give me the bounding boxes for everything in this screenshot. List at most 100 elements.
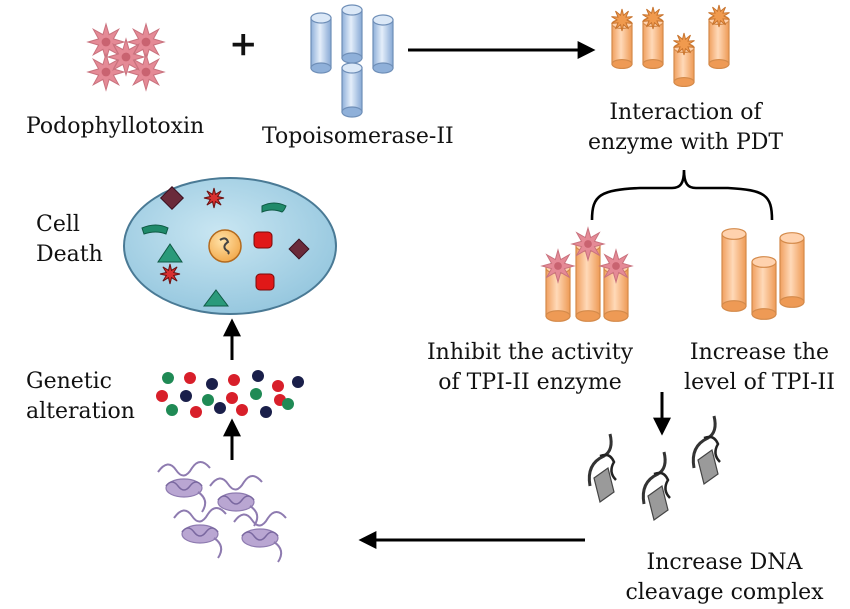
- star-core-icon: [121, 52, 131, 62]
- helix-band: [241, 531, 279, 541]
- label-inhibit-line1: Inhibit the activity: [426, 340, 634, 365]
- label-topoisomerase: Topoisomerase-II: [262, 124, 454, 149]
- cylinder-body: [751, 261, 777, 315]
- cylinder-bottom: [642, 58, 664, 70]
- genetic-dot: [166, 404, 178, 416]
- cylinder-bottom: [603, 310, 629, 322]
- dna-strand-icon: [641, 451, 671, 522]
- helix-tail: [197, 491, 207, 513]
- cylinder-bottom: [721, 300, 747, 312]
- star-core-icon: [141, 67, 151, 77]
- cylinder-bottom: [545, 310, 571, 322]
- genetic-dot: [202, 394, 214, 406]
- helix-band: [165, 481, 203, 491]
- blue-cylinder: [310, 12, 332, 74]
- star-core-icon: [612, 262, 620, 270]
- genetic-dot: [252, 370, 264, 382]
- label-interaction-line2: enzyme with PDT: [588, 130, 784, 155]
- star-core-icon: [101, 67, 111, 77]
- dna-strand-icon: [587, 433, 617, 504]
- cylinder-top: [751, 256, 777, 268]
- strand-fragment-icon: [141, 224, 169, 235]
- label-dna-cleavage: Increase DNA cleavage complex: [612, 548, 837, 608]
- genetic-dot: [292, 376, 304, 388]
- diamond-icon: [159, 185, 185, 211]
- helix-coil: [157, 461, 211, 477]
- label-genetic-alteration: Genetic alteration: [26, 367, 135, 427]
- helix-coil: [173, 507, 227, 523]
- topoisomerase-cylinders: [310, 4, 394, 118]
- bound-drug-icon: [642, 6, 664, 30]
- cylinder-bottom: [611, 58, 633, 70]
- protein-helix-icon: [173, 507, 227, 559]
- genetic-dot: [190, 406, 202, 418]
- dna-loop: [653, 471, 671, 499]
- helix-band: [217, 495, 255, 505]
- cylinder-bottom: [575, 310, 601, 322]
- genetic-dot: [250, 388, 262, 400]
- dna-cleavage-complex: [587, 415, 721, 522]
- strand-fragment-icon: [261, 202, 287, 213]
- star-core-icon: [584, 240, 592, 248]
- star-core-icon: [554, 262, 562, 270]
- genetic-dot: [156, 390, 168, 402]
- cylinder-top: [779, 232, 805, 244]
- label-increase-level: Increase the level of TPI-II: [672, 338, 847, 398]
- label-inhibit-line2: of TPI-II enzyme: [438, 370, 622, 395]
- podophyllotoxin-star-cluster: [86, 22, 166, 92]
- label-dna-line2: cleavage complex: [625, 580, 824, 605]
- star-core-icon: [141, 37, 151, 47]
- label-inhibit: Inhibit the activity of TPI-II enzyme: [415, 338, 645, 398]
- cylinder-bottom: [779, 296, 805, 308]
- helix-tail: [213, 537, 223, 559]
- cylinder-bottom: [751, 308, 777, 320]
- genetic-dot: [214, 402, 226, 414]
- cylinder-bottom: [708, 58, 730, 70]
- label-increase-line1: Increase the: [689, 340, 830, 365]
- genetic-dot: [272, 380, 284, 392]
- blue-cylinder: [341, 62, 363, 118]
- helix-tail: [273, 541, 283, 563]
- bound-drug-icon: [708, 4, 730, 28]
- nucleus-fragment-icon: [219, 237, 230, 255]
- genetic-dot: [180, 390, 192, 402]
- inhibit-cylinders: [540, 226, 634, 322]
- bound-drug-icon: [673, 32, 695, 56]
- dna-loop: [599, 453, 617, 481]
- cylinder-body: [779, 237, 805, 303]
- triangle-icon: [157, 243, 183, 263]
- genetic-dot: [228, 374, 240, 386]
- plus-sign: +: [229, 24, 258, 64]
- cylinder-body: [721, 233, 747, 307]
- label-cell-death-line2: Death: [36, 242, 103, 267]
- protein-helices: [157, 461, 287, 563]
- protein-helix-icon: [233, 511, 287, 563]
- label-interaction-line1: Interaction of: [609, 100, 762, 125]
- label-cell-death: Cell Death: [36, 210, 103, 270]
- helix-band: [181, 527, 219, 537]
- label-genetic-line1: Genetic: [26, 369, 112, 394]
- dna-loop: [703, 435, 721, 463]
- blue-cylinder: [341, 4, 363, 64]
- helix-coil: [233, 511, 287, 527]
- label-genetic-line2: alteration: [26, 399, 135, 424]
- dna-fold: [593, 466, 615, 504]
- label-increase-line2: level of TPI-II: [684, 370, 835, 395]
- cylinder-bottom: [673, 76, 695, 88]
- bound-drug-icon: [611, 8, 633, 32]
- triangle-icon: [203, 289, 229, 307]
- protein-helix-icon: [157, 461, 211, 513]
- genetic-dot: [162, 372, 174, 384]
- blue-cylinder: [372, 14, 394, 74]
- star-core-icon: [101, 37, 111, 47]
- genetic-dot: [206, 378, 218, 390]
- burst-icon: [159, 263, 181, 285]
- orange-cylinder: [721, 228, 747, 312]
- dna-strand-icon: [691, 415, 721, 486]
- increase-cylinders: [721, 228, 805, 320]
- genetic-dots: [156, 370, 304, 418]
- dna-fold: [697, 448, 719, 486]
- label-dna-line1: Increase DNA: [646, 550, 803, 575]
- split-bracket: [590, 169, 774, 221]
